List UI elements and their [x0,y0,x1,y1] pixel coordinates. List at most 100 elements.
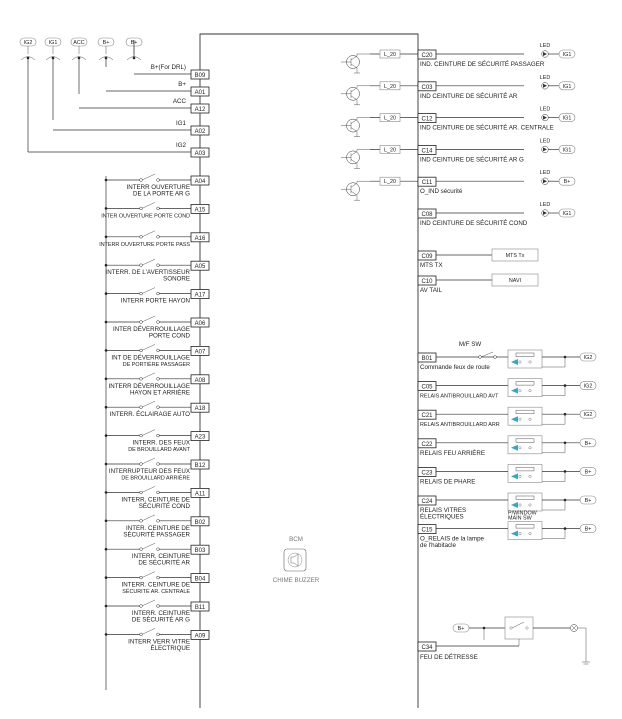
ind-src-C20: IG1 [558,49,576,59]
switch-contact-a-A16 [139,235,143,239]
relay-label-B01: Commande feux de route [420,364,490,371]
switch-contact-a-A07 [139,348,143,353]
sig-box-C09 [491,248,539,262]
relay-src-C22-label: B+ [585,441,592,447]
switch-pin-B12: B12 [190,459,210,470]
transistor-e-C12 [350,127,358,132]
switch-contact-b-A16 [156,235,160,239]
relay-pin-C24: C24 [417,495,437,506]
relay-src-C21: IG2 [579,409,597,419]
switch-contact-b-A23 [156,433,160,438]
relay-src-C22-shape [579,438,597,448]
switch-blade-A11 [141,486,156,493]
switch-label-A05: INTERR. DE L'AVERTISSEUR [106,269,191,276]
relay-pin-C22: C22 [417,438,437,449]
switch-blade-B03 [141,542,156,550]
switch-label-A11: INTERR. CEINTURE DE [122,496,190,503]
transistor-e-C20 [350,63,358,69]
switch-contact-b-A17 [156,291,160,296]
relay-c1-B01 [518,360,522,364]
ind-pin-C08-label: C08 [421,212,433,218]
switch-gnd-A16 [104,235,108,239]
ind-label-C03: IND CEINTURE DE SÉCURITÉ AR [420,93,518,100]
relay-src-B01-shape [579,352,597,362]
ind-src-C14: IG1 [558,145,576,154]
relay-label-C21: RELAIS ANTIBROUILLARD ARR [420,422,500,428]
ind-src-C12: IG1 [558,113,576,122]
relay-label2-C15: de l'habitacle [420,542,456,549]
switch-pin-B02-box [190,516,210,527]
ind-sig-label-C12: L_20 [384,116,396,122]
relay-coil-C24 [515,495,535,500]
ind-led-text-C11: LED [540,170,551,176]
power-label-B09: B+(For DRL) [151,64,186,71]
speaker-icon [290,553,299,567]
ind-pin-C03: C03 [417,81,437,92]
switch-label2-A11: SÉCURITÉ COND [139,503,191,510]
switch-label2-B02: SÉCURITÉ PASSAGER [123,531,190,538]
switch-pin-A05-box [190,260,210,271]
switch-pin-B03-label: B03 [195,548,206,554]
relay-c1-C21 [518,417,522,421]
hazard-pin-label: C34 [421,645,433,651]
relay-pin-C22-box [417,438,437,449]
sig-pin-C10: C10 [417,275,437,286]
relay-pin-C15-box [417,524,437,534]
hazard-relay-c1 [509,626,513,630]
switch-contact-a-A04 [139,178,143,182]
switch-gnd-A23 [104,434,108,437]
ind-src-C12-shape [558,113,576,122]
hazard-relay-box [504,616,534,640]
ind-label-C11: O_IND sécurité [420,188,463,195]
ind-src-C14-label: IG1 [563,147,572,153]
ind-src-C03-label: IG1 [563,84,572,90]
power-pin-B09: B09 [190,69,210,80]
switch-pin-A16-box [190,232,210,243]
switch-contact-a-A08 [139,377,143,381]
switch-pin-A05: A05 [190,260,210,271]
relay-c1-C05 [518,389,522,392]
power-pin-A02: A02 [190,125,210,136]
relay-pin-C23-box [417,466,437,477]
relay-src-B01-label: IG2 [584,355,593,361]
ind-pin-C12-label: C12 [421,117,433,123]
switch-label-A08: INTERR DÉVERROUILLAGE [109,383,191,390]
relay-c2-C21 [528,417,532,421]
relay-coil-C05 [515,381,535,386]
ind-led-text-C20: LED [540,43,551,49]
relay-src-C22: B+ [579,438,597,448]
relay-c1-C15 [518,532,522,535]
power-label-A12: ACC [173,98,187,105]
switch-label2-A06: PORTE COND [149,333,191,340]
relay-src-C21-shape [579,409,597,419]
switch-pin-A07-box [190,345,210,356]
relay-box-C15 [507,521,543,540]
relay-c2-C24 [528,503,532,507]
relay-arrow-C21 [511,416,518,423]
relay-coil-C15 [515,524,535,529]
relay-c1-C22 [518,446,522,450]
ind-sig-box-C14 [379,145,401,154]
power-pin-A03-label: A03 [195,151,206,157]
relay-c2-C23 [528,474,532,478]
ind-pin-C20-box [417,49,437,60]
transistor-c-C14 [350,151,358,156]
hazard-pin: C34 [417,641,437,652]
ind-led-text-C14: LED [540,138,551,144]
switch-pin-B03: B03 [190,544,210,555]
power-label-A03: IG2 [176,142,187,149]
sig-box-label-C09: MTS Tx [506,253,525,259]
relay-src-C23-shape [579,467,597,476]
switch-blade-A07 [141,344,156,351]
sig-pin-C10-box [417,275,437,286]
switch-pin-A15: A15 [190,203,210,214]
switch-contact-b-A04 [156,178,160,182]
ind-led-diode-C20 [543,52,547,56]
switch-label-A04: INTERR OUVERTURE [127,184,191,191]
ind-pin-C11-box [417,176,437,187]
power-pin-B09-label: B09 [195,73,206,79]
switch-label2-A08: HAYON ET ARRIÈRE [130,389,190,396]
hazard-src-label: B+ [458,626,465,632]
switch-blade-A05 [141,258,156,266]
switch-pin-A09-label: A09 [195,633,206,639]
